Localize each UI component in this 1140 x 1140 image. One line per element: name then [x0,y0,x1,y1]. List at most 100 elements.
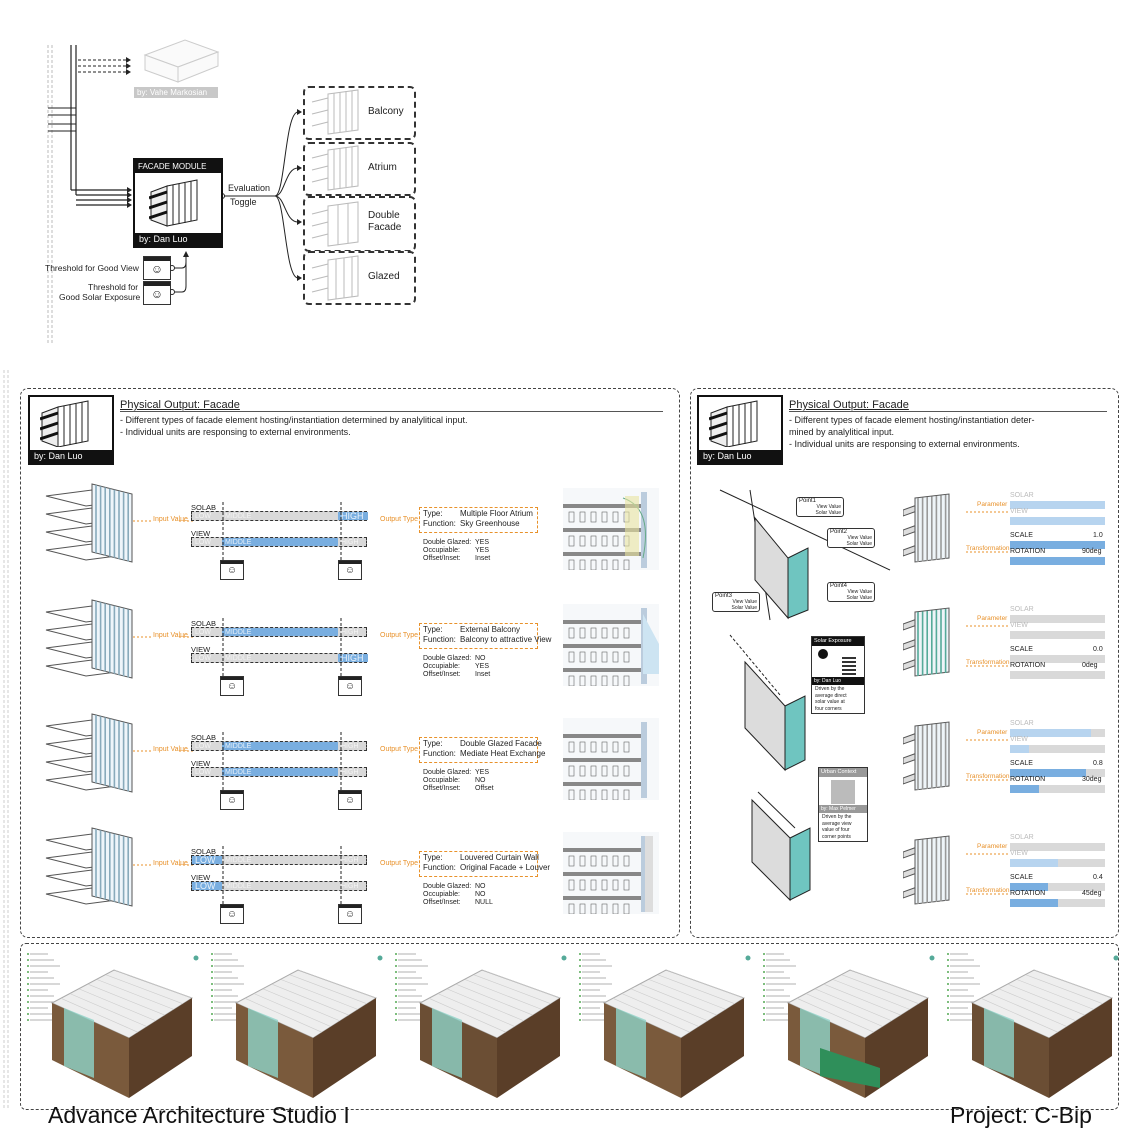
model-screenshot [395,953,567,1098]
view-slider-fill [338,654,368,662]
level-label: MIDDLE [225,655,252,662]
solab-label: SOLAB [191,503,217,512]
facade-module-author: by: Dan Luo [135,233,221,246]
face-icon: ☺ [344,909,356,920]
threshold-widget[interactable]: ☺ [338,676,362,696]
input-value-label: Input Value [153,632,188,639]
parameter-label: Parameter [977,615,1008,622]
property-key: Occupiable: [423,891,460,898]
level-label: MIDDLE [225,513,252,520]
parameter-name: SOLAR [1010,606,1034,613]
solab-label: SOLAB [191,847,217,856]
input-connector [133,636,193,638]
threshold-widget[interactable]: ☺ [220,560,244,580]
left-panel-author: by: Dan Luo [30,450,112,463]
input-connector [133,750,193,752]
urban-context-card: Urban Context by: Max Pelmer Driven by t… [818,767,868,842]
property-value: NULL [475,899,493,906]
output-type-box [419,851,538,877]
module-variant-icon [903,493,950,563]
level-label: MIDDLE [225,743,252,750]
right-panel-bullet-1: - Different types of facade element host… [789,415,1035,425]
threshold-widget[interactable]: ☺ [220,904,244,924]
parameter-bar[interactable] [1010,631,1105,639]
facade-variant-icon [45,599,133,679]
level-label: HIGH [341,883,359,890]
parameter-name: ROTATION [1010,890,1046,897]
threshold-solar-widget[interactable]: ☺ [143,281,171,305]
threshold-widget[interactable]: ☺ [338,560,362,580]
property-value: Inset [475,555,491,562]
view-slider-fill [222,538,338,546]
parameter-bar[interactable] [1010,843,1105,851]
parameter-bar-fill [1010,883,1048,891]
level-label: MIDDLE [225,857,252,864]
threshold-widget[interactable]: ☺ [220,676,244,696]
level-label: LOW [195,769,211,776]
parameter-bar[interactable] [1010,517,1105,525]
model-screenshot [27,953,199,1098]
solar-exposure-card: Solar Exposure by: Dan Luo Driven by the… [811,636,865,714]
type-value: Multiple Floor Atrium [460,509,533,518]
facade-module-icon [149,179,198,227]
solab-slider-fill [338,512,368,520]
output-type-box [419,623,538,649]
level-label: HIGH [341,629,359,636]
view-label: VIEW [191,645,211,654]
facade-icon [709,400,758,447]
face-icon: ☺ [226,909,238,920]
threshold-solar-label-2: Good Solar Exposure [59,292,141,302]
threshold-widget[interactable]: ☺ [338,790,362,810]
facade-icon [40,400,89,447]
threshold-widget[interactable]: ☺ [338,904,362,924]
property-value: YES [475,769,490,776]
parameter-bar[interactable] [1010,785,1105,793]
parameter-label: Parameter [977,843,1008,850]
parameter-bar[interactable] [1010,557,1105,565]
threshold-widget[interactable]: ☺ [220,790,244,810]
module-variant-icon [903,607,950,677]
solab-slider-fill [192,856,222,864]
option-atrium[interactable] [303,142,416,196]
parameter-bar[interactable] [1010,883,1105,891]
face-icon: ☺ [344,565,356,576]
parameter-bar[interactable] [1010,501,1105,509]
right-panel [690,388,1119,938]
transformation-label: Transformation [966,773,1010,780]
parameter-bar-fill [1010,501,1105,509]
property-value: Inset [475,671,491,678]
parameter-bar[interactable] [1010,859,1105,867]
output-type-label: Output Type [380,746,419,753]
parameter-bar[interactable] [1010,655,1105,663]
type-value: Double Glazed Facade [460,739,542,748]
facade-module-title: FACADE MODULE [135,160,221,173]
property-key: Offset/Inset: [423,899,461,906]
threshold-marker [340,618,342,676]
parameter-bar[interactable] [1010,615,1105,623]
face-icon: ☺ [344,795,356,806]
threshold-view-widget[interactable]: ☺ [143,256,171,280]
parameter-bar[interactable] [1010,729,1105,737]
facade-module-card[interactable]: FACADE MODULE by: Dan Luo [133,158,223,248]
parameter-bar[interactable] [1010,671,1105,679]
option-balcony[interactable] [303,86,416,140]
scale-value: 0.4 [1093,874,1103,881]
parameter-bar[interactable] [1010,899,1105,907]
property-value: YES [475,547,490,554]
section-thumbnail [563,604,659,686]
parameter-bar[interactable] [1010,541,1105,549]
property-value: Offset [475,785,494,792]
function-value: Balcony to attractive View [460,635,552,644]
parameter-bar[interactable] [1010,769,1105,777]
option-atrium-label: Atrium [368,162,397,173]
level-label: HIGH [341,857,359,864]
parameter-bar[interactable] [1010,745,1105,753]
